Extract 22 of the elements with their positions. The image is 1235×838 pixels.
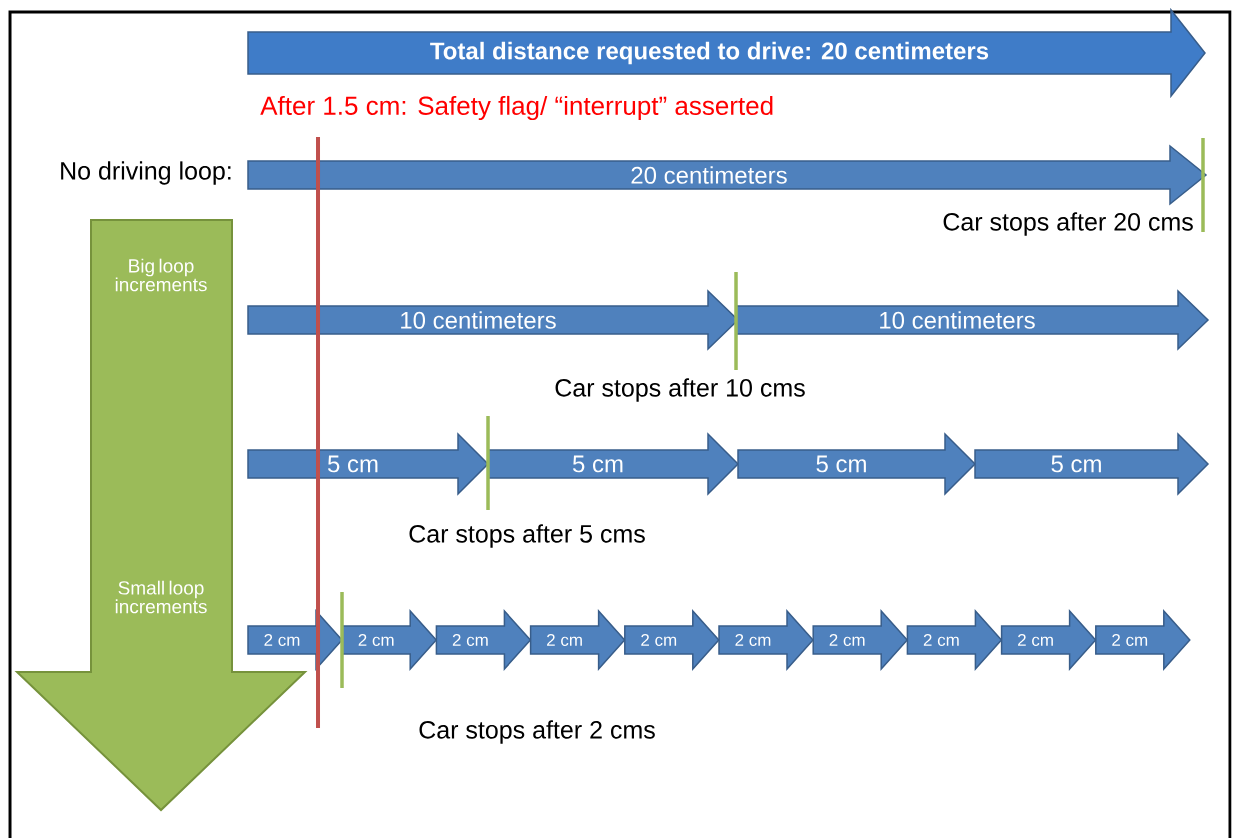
distance-segment: 5 cm bbox=[487, 432, 740, 496]
distance-segment: 2 cm bbox=[624, 609, 720, 671]
distance-segment: 2 cm bbox=[906, 609, 1003, 671]
distance-segment: 10 centimeters bbox=[247, 289, 740, 351]
distance-segment: 10 centimeters bbox=[735, 289, 1210, 351]
label-text: No driving loop: bbox=[61, 161, 231, 185]
distance-segment: 5 cm bbox=[974, 432, 1210, 496]
distance-segment: 20 centimeters bbox=[247, 144, 1208, 206]
label-text: Car stops after 2 cms bbox=[419, 720, 655, 744]
distance-segment: 2 cm bbox=[812, 609, 909, 671]
distance-segment: 5 cm bbox=[247, 432, 490, 496]
label-text: Car stops after 5 cms bbox=[409, 524, 645, 548]
distance-segment: 5 cm bbox=[737, 432, 977, 496]
distance-segment: 2 cm bbox=[435, 609, 532, 671]
label-text: Car stops after 20 cms bbox=[943, 212, 1193, 236]
distance-segment: 2 cm bbox=[1095, 609, 1191, 671]
distance-segment: 2 cm bbox=[1000, 609, 1097, 671]
distance-segment: 2 cm bbox=[247, 609, 343, 671]
distance-segment: 2 cm bbox=[529, 609, 626, 671]
label-text: Car stops after 10 cms bbox=[555, 378, 805, 402]
distance-segment: 2 cm bbox=[718, 609, 814, 671]
distance-segment: 2 cm bbox=[341, 609, 438, 671]
